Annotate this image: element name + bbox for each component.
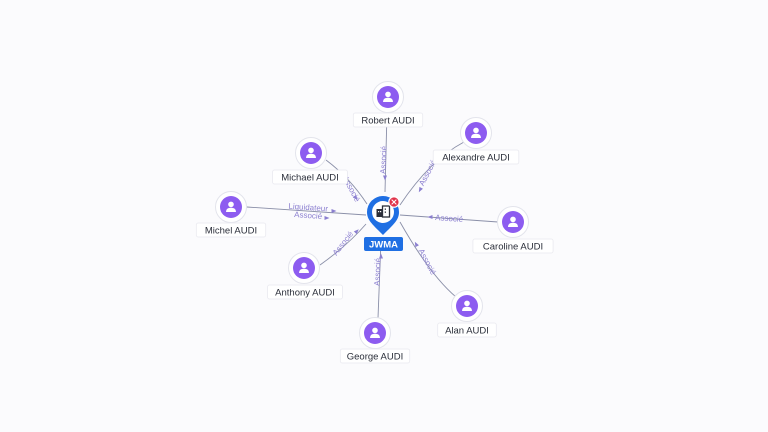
person-name-label: Alexandre AUDI xyxy=(442,152,510,163)
person-node-anthony[interactable]: Anthony AUDI xyxy=(267,252,343,300)
person-icon xyxy=(226,201,236,212)
edge-alexandre xyxy=(399,141,465,206)
nodes-layer: Robert AUDI Alexandre AUDI Michael AUDI Mic… xyxy=(195,81,554,364)
center-company-node[interactable]: JWMA xyxy=(364,196,403,251)
relation-label: Associé xyxy=(331,229,356,257)
edge-anthony xyxy=(319,223,367,266)
edge-caroline xyxy=(399,214,499,223)
person-node-michael[interactable]: Michael AUDI xyxy=(272,137,348,185)
relation-label: Associé xyxy=(417,247,438,276)
person-name-label: Robert AUDI xyxy=(361,115,414,126)
edge-george xyxy=(377,239,382,319)
person-node-george[interactable]: George AUDI xyxy=(339,317,411,364)
person-name-label: Michel AUDI xyxy=(205,225,257,236)
edge-michel xyxy=(246,206,367,216)
arrow-icon xyxy=(331,209,337,213)
person-name-label: Anthony AUDI xyxy=(275,287,335,298)
arrow-icon xyxy=(379,253,383,259)
person-node-robert[interactable]: Robert AUDI xyxy=(352,81,424,128)
person-node-caroline[interactable]: Caroline AUDI xyxy=(472,206,554,254)
arrow-icon xyxy=(383,175,387,181)
person-icon xyxy=(370,327,380,338)
person-name-label: George AUDI xyxy=(347,351,404,362)
person-icon xyxy=(508,216,518,227)
person-node-michel[interactable]: Michel AUDI xyxy=(195,191,267,238)
arrow-icon xyxy=(414,241,419,248)
edge-alan xyxy=(399,221,457,298)
person-node-alexandre[interactable]: Alexandre AUDI xyxy=(432,117,520,165)
relation-label: Associé xyxy=(435,213,464,224)
relation-label: Associé xyxy=(294,210,323,221)
arrow-icon xyxy=(352,194,358,201)
person-icon xyxy=(471,127,481,138)
arrow-icon xyxy=(427,215,433,219)
building-icon xyxy=(376,205,391,218)
person-icon xyxy=(299,262,309,273)
relation-label: Liquidateur xyxy=(288,202,328,214)
relation-label: Associé xyxy=(373,257,383,286)
person-node-alan[interactable]: Alan AUDI xyxy=(437,290,497,338)
arrow-icon xyxy=(418,186,423,193)
arrow-icon xyxy=(324,216,330,220)
person-name-label: Alan AUDI xyxy=(445,325,489,336)
person-name-label: Michael AUDI xyxy=(281,172,339,183)
close-icon[interactable] xyxy=(388,196,400,208)
person-icon xyxy=(306,147,316,158)
person-icon xyxy=(462,300,472,311)
center-company-label: JWMA xyxy=(369,240,398,251)
person-name-label: Caroline AUDI xyxy=(483,241,543,252)
relation-label: Associé xyxy=(379,145,389,174)
person-icon xyxy=(383,91,393,102)
arrow-icon xyxy=(353,229,359,235)
edge-michael xyxy=(325,159,368,205)
